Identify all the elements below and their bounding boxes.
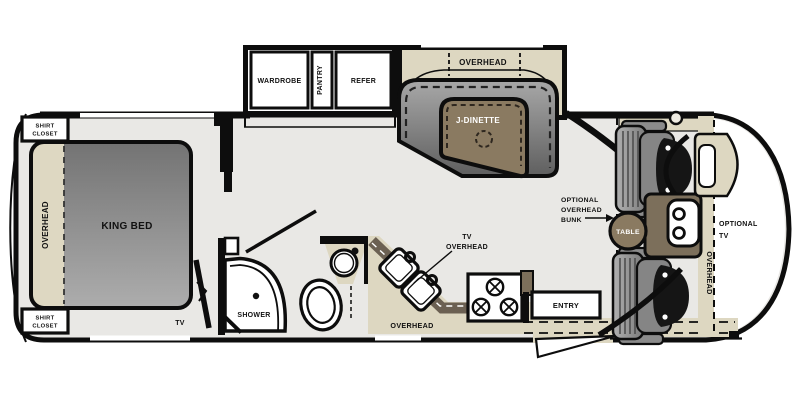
king-bed-label: KING BED (101, 221, 152, 232)
front-step-block (729, 331, 739, 339)
removable-table (608, 211, 648, 251)
bedroom-tv-label: TV (175, 320, 185, 327)
dinette-seat-dash (404, 85, 552, 168)
seat-back-ribs (619, 258, 636, 334)
bunk-label-line2: OVERHEAD (561, 207, 602, 214)
dinette-slideout: OVERHEAD J-DINETTE (397, 42, 567, 179)
shirt-closet-top-line1: SHIRT (36, 124, 55, 130)
shirt-closet-top-line2: CLOSET (32, 132, 57, 138)
bedroom-tv-mount (193, 259, 212, 329)
bath-cabinet (223, 236, 240, 256)
bottom-wall-window-kitchen (375, 335, 421, 341)
bath-door-swing (245, 209, 317, 254)
bed-head-overhead (31, 142, 64, 308)
bedroom-overhead-label: OVERHEAD (41, 201, 50, 249)
shower-drain (252, 292, 260, 300)
bottom-wall-window-bedroom (90, 335, 190, 341)
top-wall-right (560, 111, 714, 119)
vanity-sink-inner (333, 252, 355, 274)
king-bed-mattress (64, 142, 191, 308)
shirt-closet-bottom-line1: SHIRT (36, 316, 55, 322)
seat-belt (597, 267, 684, 338)
cup-holder (475, 130, 493, 148)
driver-seat (597, 246, 689, 346)
cab-overhead-label: OVERHEAD (705, 251, 714, 294)
refer-label: REFER (351, 78, 376, 85)
storage-slideout: WARDROBE PANTRY REFER (243, 45, 397, 128)
kitchen-overhead-label: OVERHEAD (390, 321, 433, 330)
table-label: TABLE (616, 229, 640, 236)
bedroom-tv-bracket (196, 281, 208, 302)
wardrobe-label: WARDROBE (257, 78, 301, 85)
shirt-closet-top (20, 115, 70, 143)
optional-tv-line2: TV (719, 233, 729, 240)
counter-edge-dash (371, 242, 468, 307)
dinette-top-window (421, 42, 543, 48)
body-outline (13, 112, 792, 343)
passenger-seat (614, 119, 692, 219)
optional-tv-line1: OPTIONAL (719, 221, 758, 228)
bedroom-divider-wall (214, 112, 233, 192)
kitchen-faucet-rear (404, 251, 416, 263)
vanity-wall-top (320, 236, 371, 244)
refer-cabinet (334, 50, 393, 110)
top-wall-window (80, 113, 226, 118)
cab-area: TABLE OPTIONAL OVERHEAD BUNK OPTIONAL TV… (561, 110, 758, 346)
bath-left-wall (218, 238, 225, 335)
bunk-label-line1: OPTIONAL (561, 197, 599, 204)
kitchen-tv-overhead-line2: OVERHEAD (446, 244, 488, 251)
tv-bracket-knob-top (672, 207, 686, 221)
shower-label: SHOWER (237, 312, 270, 319)
dinette-overhead-label: OVERHEAD (459, 58, 507, 67)
entry-label: ENTRY (553, 301, 579, 310)
seat-back-ribs (622, 131, 639, 207)
entry-wall-post (523, 292, 529, 323)
toilet (299, 278, 343, 332)
vanity-faucet (351, 247, 359, 255)
vanity-wall-right (364, 244, 371, 284)
kitchen-faucet-front (426, 274, 438, 286)
bunk-label-line3: BUNK (561, 217, 582, 224)
seat-cushion-dark (656, 138, 692, 200)
cab-dome-speaker (668, 110, 684, 126)
dinette-label: J-DINETTE (456, 116, 500, 125)
dinette-table-dash (446, 104, 522, 166)
kitchen-tv-overhead-line1: TV (462, 234, 472, 241)
stove-burners (471, 277, 519, 317)
dinette-table (439, 97, 529, 179)
entry-door-swing (534, 334, 616, 359)
pantry-label: PANTRY (317, 65, 324, 95)
tv-overhead-pointer (413, 250, 453, 284)
shirt-closet-bottom (20, 307, 70, 335)
shirt-closet-bottom-line2: CLOSET (32, 324, 57, 330)
bathroom: SHOWER (218, 209, 371, 335)
passenger-side-table-inner (698, 144, 716, 188)
seat-cushion-dark (653, 265, 689, 327)
kitchen-sink-basin-front (400, 270, 442, 312)
tv-bracket-knob-bottom (672, 226, 686, 240)
bed-outline (29, 140, 193, 310)
bunk-arrow-head (606, 214, 614, 222)
entry-landing (530, 290, 602, 320)
kitchen: TV OVERHEAD OVERHEAD (368, 234, 533, 334)
bedroom: OVERHEAD KING BED SHIRT CLOSET SHIRT CLO… (20, 112, 233, 335)
tv-bracket (666, 198, 701, 248)
pantry-cabinet (310, 50, 334, 110)
wardrobe-cabinet (249, 50, 310, 110)
shower-pan-inner (229, 264, 280, 332)
shower-door (221, 313, 243, 334)
